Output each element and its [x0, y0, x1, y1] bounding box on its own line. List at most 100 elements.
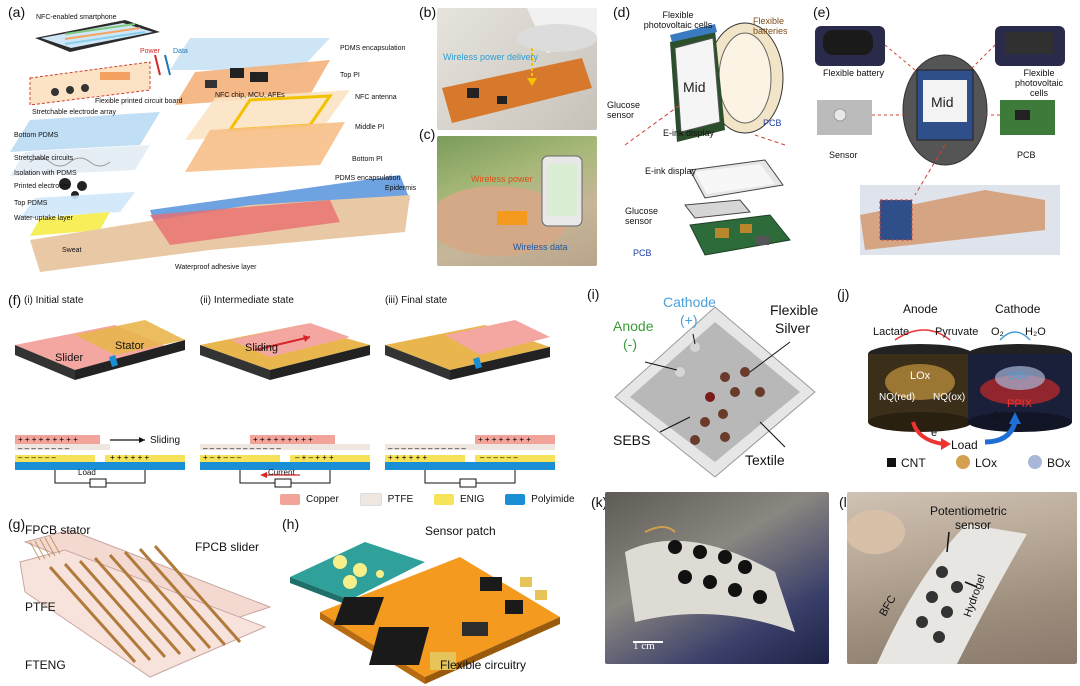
panel-k: (k) 1 cm	[585, 490, 833, 666]
a-label-6: Flexible printed circuit board	[95, 98, 183, 105]
panel-j-lactate: Lactate	[873, 326, 910, 338]
panel-a-exploded-diagram	[10, 20, 410, 272]
panel-h-circuit: Flexible circuitry	[440, 658, 527, 672]
panel-i-anode-sign: (-)	[623, 336, 637, 352]
cross-section-3: + + + + + + + + – – – – – – – – – – – – …	[385, 435, 555, 488]
panel-b-photo	[437, 8, 597, 130]
panel-e-battery: Flexible battery	[823, 68, 885, 78]
panel-j-o2: O₂	[991, 326, 1004, 338]
legend-copper: Copper	[280, 494, 339, 505]
panel-l-sensor: sensor	[955, 518, 992, 532]
panel-g-label: (g)	[8, 516, 26, 532]
a-label-9: Middle PI	[355, 124, 385, 131]
a-label-2: Data	[173, 48, 188, 55]
svg-text:– – – – – – – – – –: – – – – – – – – – – – –	[203, 444, 281, 453]
panel-g-ptfe: PTFE	[25, 600, 56, 614]
svg-text:+ + + + + + + + +: + + + + + + + + +	[253, 435, 313, 444]
a-label-18: Water-uptake layer	[14, 215, 73, 222]
svg-text:+ – + – – –: + – + – – –	[203, 453, 242, 462]
cross-section-2: + + + + + + + + + – – – – – – – – – – – …	[200, 435, 370, 488]
panel-f-state2: (ii) Intermediate state	[200, 295, 294, 306]
panel-e: (e) Mid Flexible battery Flexible photov…	[805, 0, 1080, 272]
panel-j-biofuel-cell-diagram	[868, 329, 1072, 469]
panel-g-stator: FPCB stator	[25, 523, 91, 537]
legend-polyimide: Polyimide	[505, 494, 575, 505]
panel-f-state3: (iii) Final state	[385, 295, 448, 306]
panel-f-stator: Stator	[115, 340, 145, 352]
panel-j-legend-lox: LOx	[975, 456, 998, 470]
panel-c-wireless-data: Wireless data	[513, 242, 568, 252]
panel-l: (l) Potentiometric sensor BFC Hydrogel	[835, 490, 1080, 666]
panel-d-label: (d)	[613, 4, 631, 20]
panel-j-ppix: PPIX	[1007, 398, 1033, 410]
panel-f-sliding-cross: Sliding	[150, 435, 181, 446]
svg-text:– – – – – – – –: – – – – – – – –	[18, 444, 70, 453]
panel-c-photo	[437, 136, 597, 266]
panel-j-anode: Anode	[903, 302, 938, 316]
panel-h-label: (h)	[282, 516, 300, 532]
panel-f: (f) (i) Initial state (ii) Intermediate …	[0, 290, 575, 506]
a-label-14: Printed electrodes	[14, 183, 71, 190]
panel-j: (j) Anode Cathode Lactate Pyruvate O₂ H₂…	[835, 282, 1080, 487]
panel-k-photo	[605, 492, 829, 664]
panel-b-label: (b)	[419, 4, 437, 20]
panel-i-biofuel-diagram	[614, 306, 816, 478]
panel-j-legend-cnt: CNT	[901, 456, 926, 470]
panel-i: (i) Cathode (+) Anode (-) Flexible Silve…	[585, 282, 825, 487]
panel-j-cathode: Cathode	[995, 302, 1041, 316]
panel-e-sensor: Sensor	[829, 150, 858, 160]
a-label-3: PDMS encapsulation	[340, 45, 406, 52]
panel-j-label: (j)	[837, 286, 850, 302]
panel-b: (b) Wireless power delivery	[415, 0, 605, 135]
panel-d-eink: E-ink display	[663, 128, 715, 138]
panel-j-load: Load	[951, 438, 978, 452]
a-label-12: Stretchable circuits	[14, 155, 74, 162]
panel-e-pv: Flexible photovoltaic cells	[1014, 68, 1064, 98]
svg-text:+ + + + + +: + + + + + +	[388, 453, 427, 462]
panel-g-fteng: FTENG	[25, 658, 66, 672]
panel-h-circuit-diagram	[290, 542, 560, 684]
panel-i-label: (i)	[587, 286, 600, 302]
svg-text:+ + + + + + + +: + + + + + + + +	[478, 435, 531, 444]
panel-i-cathode: Cathode	[663, 294, 716, 310]
panel-c-label: (c)	[419, 126, 436, 142]
legend-ptfe: PTFE	[359, 493, 413, 506]
panel-b-wireless-power: Wireless power delivery	[443, 52, 539, 62]
panel-c-wireless-power: Wireless power	[471, 174, 533, 184]
a-label-5: Stretchable electrode array	[32, 109, 117, 116]
a-label-7: NFC chip, MCU, AFEs	[215, 92, 285, 99]
svg-text:– – – – – –: – – – – – –	[18, 453, 56, 462]
svg-text:+ + + + + + + + +: + + + + + + + + +	[18, 435, 78, 444]
panel-f-legend: Copper PTFE ENIG Polyimide	[280, 493, 575, 506]
panel-i-textile: Textile	[745, 452, 785, 468]
panel-j-electron1: e⁻	[931, 427, 943, 439]
panel-f-state1: (i) Initial state	[24, 295, 84, 306]
legend-enig: ENIG	[433, 494, 484, 505]
panel-d-glucose: Glucose sensor	[607, 100, 641, 120]
panel-j-electron2: e⁻	[993, 409, 1005, 421]
svg-text:Mid: Mid	[931, 94, 954, 110]
svg-text:Mid: Mid	[683, 79, 706, 95]
panel-g-fteng-diagram	[19, 529, 272, 678]
panel-d-batt: Flexible batteries	[753, 16, 788, 36]
panel-i-anode: Anode	[613, 318, 654, 334]
panel-g-slider: FPCB slider	[195, 540, 260, 554]
svg-text:– + – + + +: – + – + + +	[295, 453, 334, 462]
panel-h: (h) Sensor patch Flexible circuitry	[280, 512, 570, 686]
svg-text:– – – – – –: – – – – – –	[480, 453, 518, 462]
svg-text:– – – – – – – – – –: – – – – – – – – – – – –	[388, 444, 466, 453]
a-label-15: PDMS encapsulation	[335, 175, 401, 182]
panel-i-sebs: SEBS	[613, 432, 651, 448]
panel-j-nqred: NQ(red)	[879, 392, 916, 403]
panel-f-slider: Slider	[55, 352, 84, 364]
panel-f-label: (f)	[8, 292, 22, 308]
a-label-20: Waterproof adhesive layer	[175, 264, 257, 271]
a-label-16: Epidermis	[385, 185, 417, 192]
panel-g: (g) FPCB stator FPCB slider PTFE FTENG	[0, 512, 285, 686]
panel-i-silver: Silver	[775, 320, 811, 336]
panel-d-pcb: PCB	[763, 118, 782, 128]
panel-e-label: (e)	[813, 4, 831, 20]
panel-d: (d) Mid Flexible photovoltaic cells Flex…	[605, 0, 805, 272]
panel-d-device-diagram: Mid	[624, 22, 791, 256]
panel-j-lox: LOx	[910, 370, 931, 382]
